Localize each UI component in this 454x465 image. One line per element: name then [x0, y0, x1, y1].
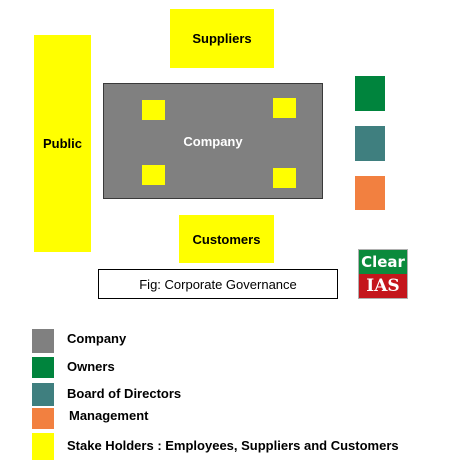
board-of-directors-box [355, 126, 385, 161]
legend-label-owners: Owners [67, 359, 115, 374]
stakeholder-square [142, 100, 165, 120]
logo-bottom-text: IAS [359, 274, 407, 298]
suppliers-box: Suppliers [170, 9, 274, 68]
suppliers-label: Suppliers [192, 31, 252, 46]
stakeholder-square [273, 168, 296, 188]
legend-swatch-owners [32, 357, 54, 378]
legend-swatch-board [32, 383, 54, 406]
legend-swatch-management [32, 408, 54, 429]
customers-label: Customers [192, 231, 261, 247]
legend-label-board: Board of Directors [67, 386, 182, 401]
legend-label-company: Company [67, 331, 127, 346]
customers-box: Customers [179, 215, 274, 263]
company-box: Company [103, 83, 323, 199]
legend-swatch-stakeholders [32, 433, 54, 460]
stakeholder-square [142, 165, 165, 185]
clearias-logo: Clear IAS [358, 249, 408, 299]
logo-top-text: Clear [359, 250, 407, 274]
legend-swatch-company [32, 329, 54, 353]
legend-label-management: Management [69, 408, 149, 423]
company-label: Company [183, 133, 243, 149]
public-box: Public [34, 35, 91, 252]
management-box [355, 176, 385, 210]
caption-text: Fig: Corporate Governance [139, 276, 297, 292]
legend-label-stakeholders: Stake Holders : Employees, Suppliers and… [67, 438, 399, 453]
figure-caption: Fig: Corporate Governance [98, 269, 338, 299]
owners-box [355, 76, 385, 111]
public-label: Public [42, 136, 82, 151]
stakeholder-square [273, 98, 296, 118]
